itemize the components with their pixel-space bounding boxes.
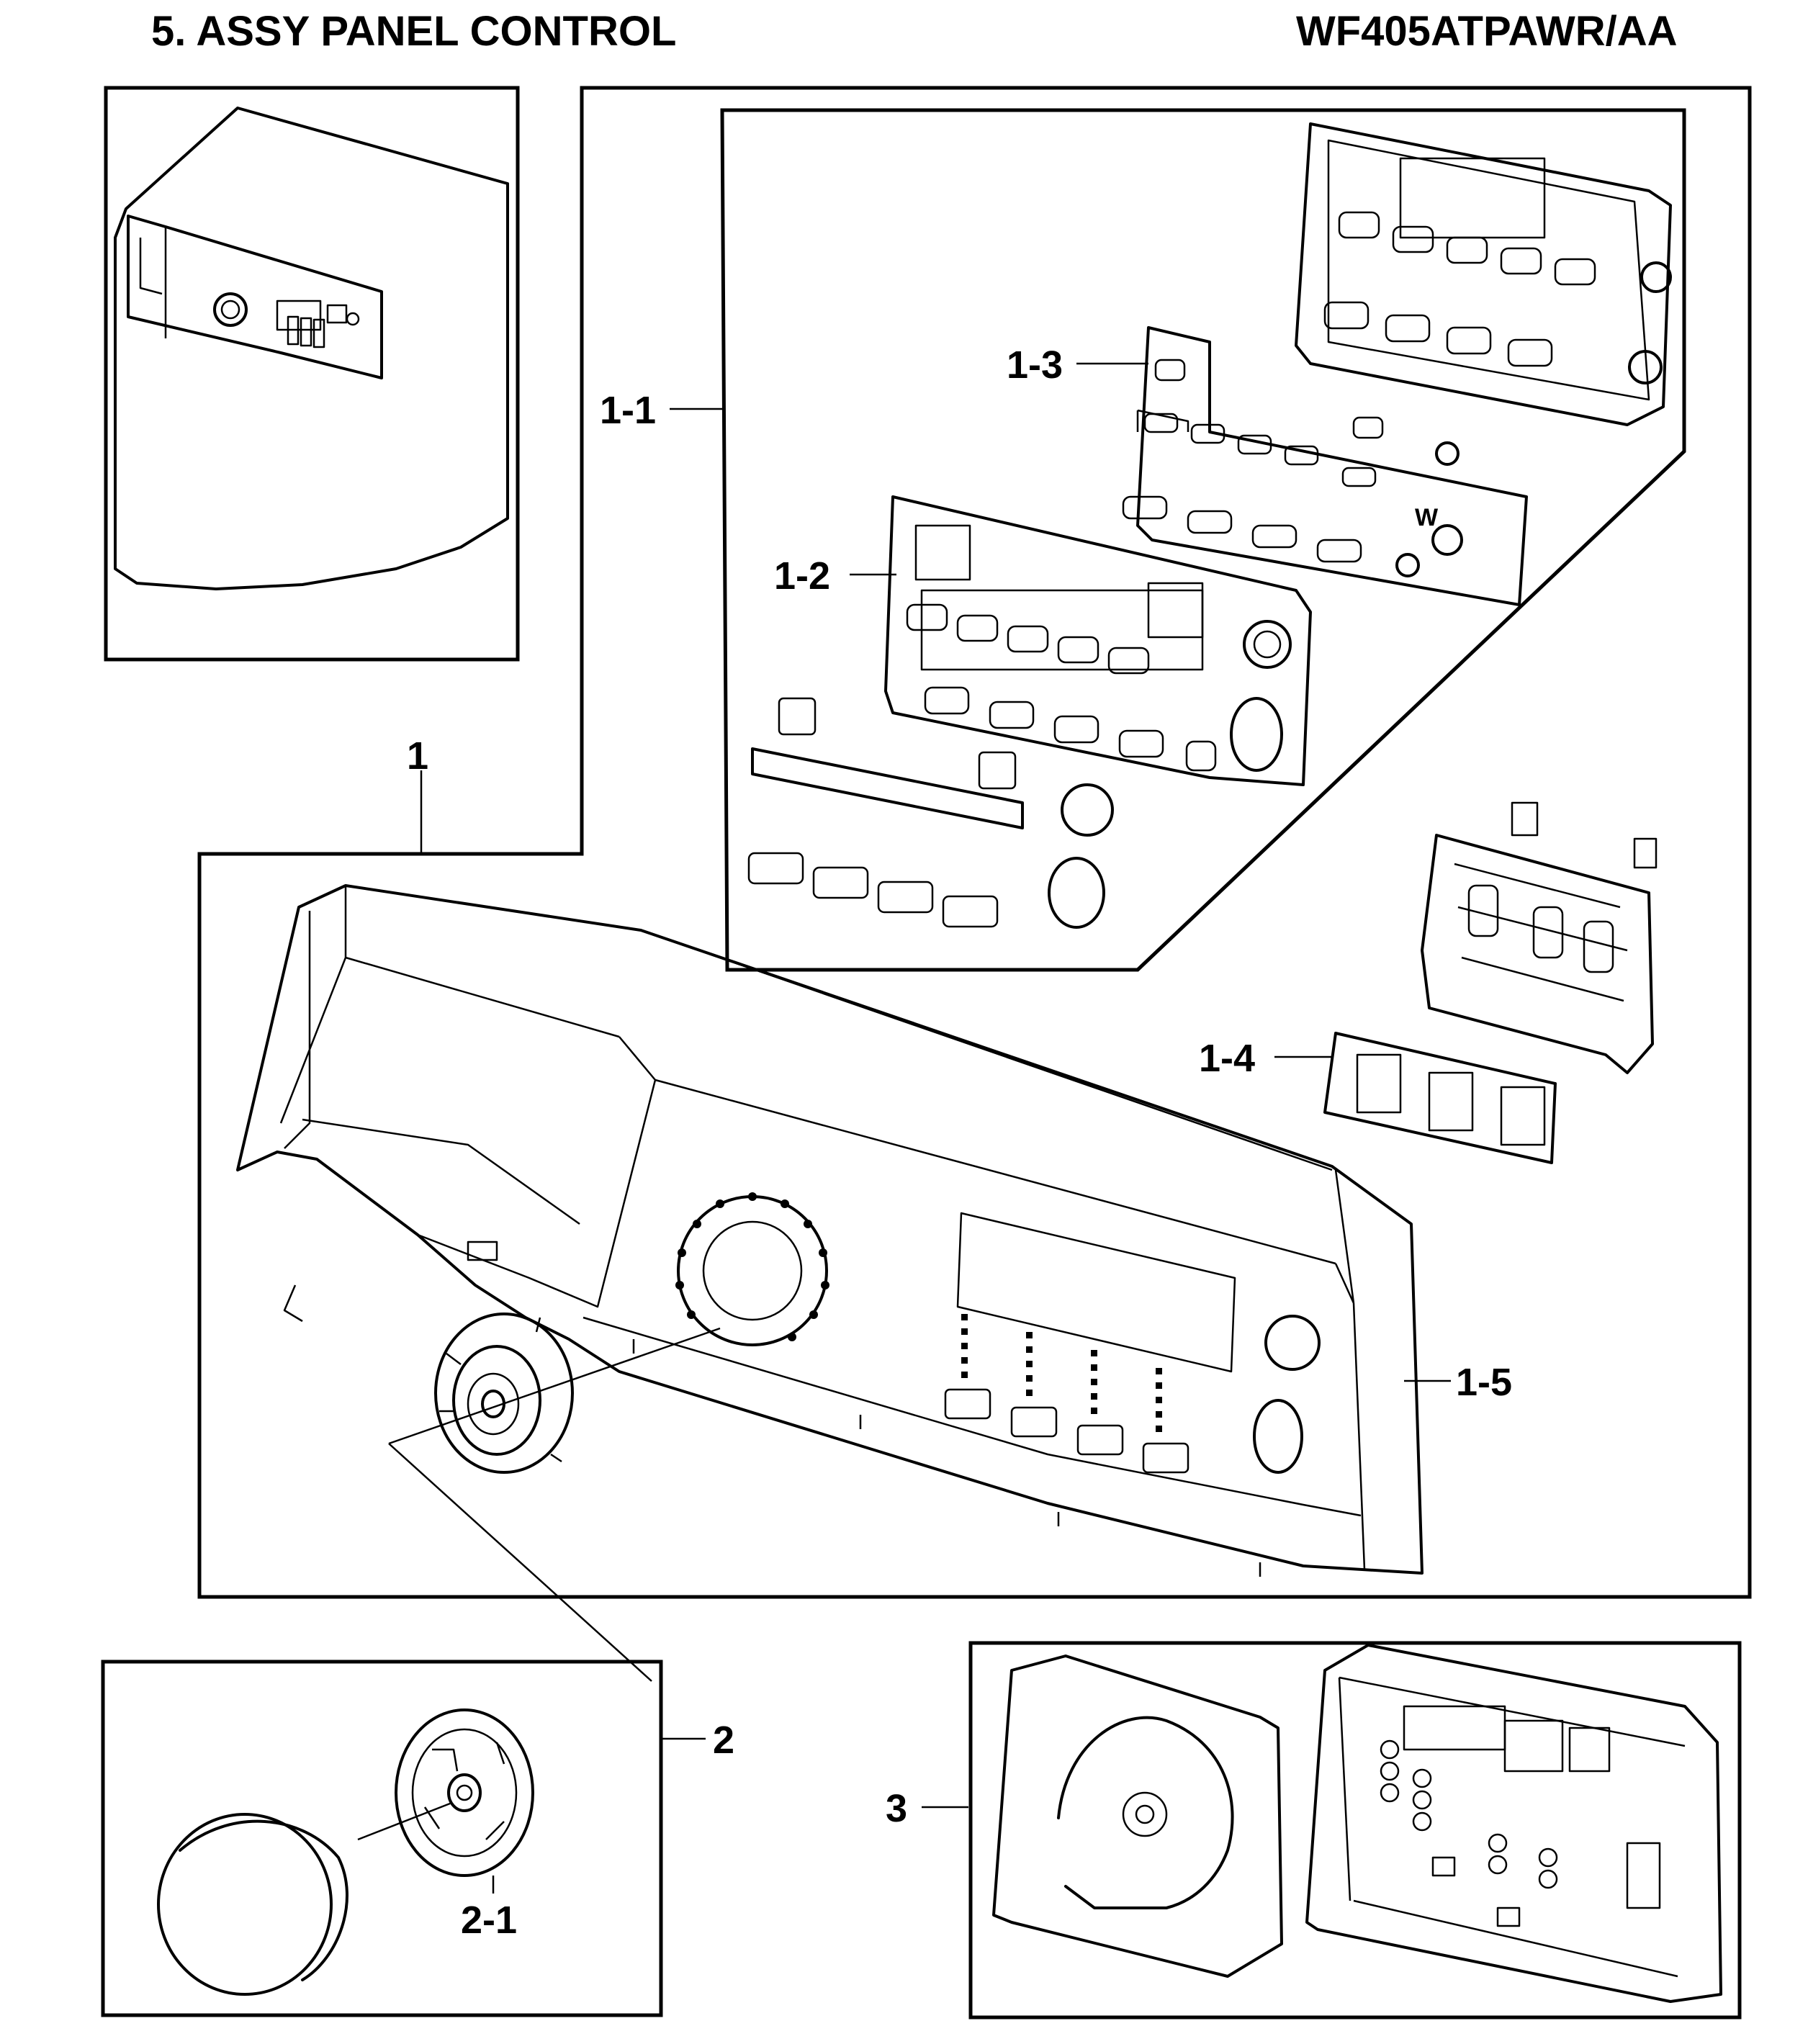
led-indicator-dots [961, 1314, 1162, 1432]
washer-overview-frame [104, 86, 520, 662]
main-control-panel-illustration [236, 884, 1424, 1577]
callout-1-4: 1-4 [1199, 1037, 1255, 1080]
callout-3: 3 [886, 1787, 907, 1830]
button-holder-front-illustration: W [1122, 326, 1528, 606]
pcb-sub-illustration [1421, 801, 1658, 1074]
led-window-illustration [1323, 1032, 1557, 1164]
callout-2-1: 2-1 [461, 1899, 517, 1942]
w-mark: W [1415, 504, 1439, 531]
loose-buttons-illustration [747, 697, 1114, 929]
pcb-assy-illustration [992, 1644, 1722, 2003]
callout-1-5: 1-5 [1456, 1361, 1512, 1404]
button-holder-back-illustration [1295, 122, 1672, 426]
washer-overview-illustration [114, 107, 509, 590]
knob-ring-illustration [434, 1313, 574, 1474]
model-number: WF405ATPAWR/AA [1296, 8, 1678, 55]
assy-panel-frame [197, 86, 1752, 1599]
callout-2: 2 [713, 1719, 734, 1762]
callout-1-3: 1-3 [1007, 343, 1063, 387]
display-window-holder-illustration [884, 495, 1312, 786]
dial-tick-marks [675, 1192, 829, 1341]
callout-1-2: 1-2 [774, 554, 830, 598]
sub-assy-frame [720, 108, 1686, 972]
leader-lines [357, 362, 1451, 1894]
knob-assy-illustration [157, 1708, 534, 1996]
section-title: 5. ASSY PANEL CONTROL [151, 8, 677, 55]
knob-assy-frame [101, 1660, 663, 2017]
pcb-assy-frame [968, 1641, 1742, 2020]
callout-1-1: 1-1 [600, 389, 656, 432]
callout-1: 1 [407, 734, 428, 778]
